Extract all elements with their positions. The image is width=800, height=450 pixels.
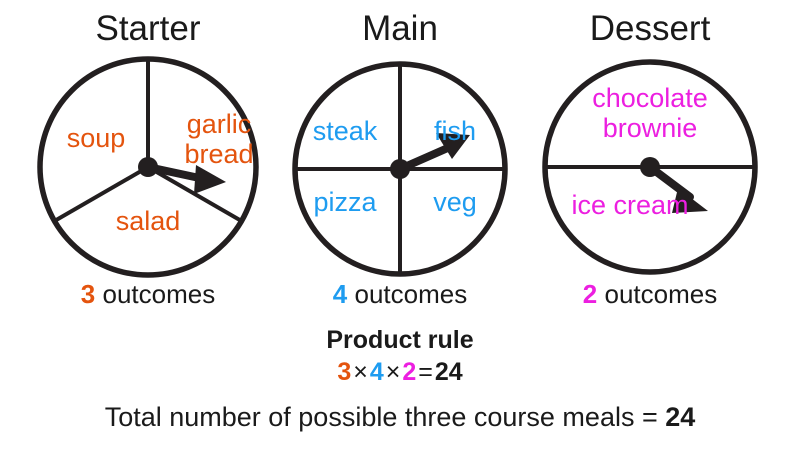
dessert-outcomes-count: 2 [582,279,598,309]
dessert-pointer [640,157,708,213]
total-meals-result: 24 [665,402,696,432]
product-rule-equation: 3×4×2=24 [0,357,800,388]
spinner-wheel-main[interactable]: steak fish pizza veg [270,55,530,280]
main-pointer [390,133,470,179]
dessert-outcomes-word: outcomes [604,279,718,309]
starter-pointer [138,157,226,194]
equation-equals-sign: = [418,358,433,386]
total-meals-line: Total number of possible three course me… [0,400,800,434]
main-outcomes-count: 4 [332,279,348,309]
spinner-title-main: Main [362,9,438,48]
spinner-wheel-dessert[interactable]: chocolate brownie ice cream [520,55,780,280]
starter-divider-lower-right [146,165,243,223]
spinner-title-starter: Starter [95,9,201,48]
starter-divider-lower-left [53,165,150,223]
dessert-outcomes-caption: 2 outcomes [520,278,780,310]
spinner-group-main: Main steak fish pizza veg 4 outcomes [270,0,530,315]
equation-operator-2: × [385,358,401,386]
spinner-group-starter: Starter soup garlic bread [18,0,278,315]
product-rule-title: Product rule [326,326,474,354]
starter-outcomes-word: outcomes [102,279,216,309]
main-outcomes-caption: 4 outcomes [270,278,530,310]
starter-outcomes-caption: 3 outcomes [18,278,278,310]
equation-factor-3: 2 [402,358,417,386]
main-outcomes-word: outcomes [354,279,468,309]
starter-outcomes-count: 3 [80,279,96,309]
equation-factor-2: 4 [369,358,384,386]
equation-operator-1: × [353,358,368,386]
product-rule-block: Product rule 3×4×2=24 [0,325,800,388]
total-meals-text: Total number of possible three course me… [104,402,658,432]
spinner-group-dessert: Dessert chocolate brownie ice cream 2 ou… [520,0,780,315]
dessert-wheel-svg [542,59,758,275]
starter-wheel-svg [37,56,259,278]
spinner-title-dessert: Dessert [589,9,711,48]
equation-result: 24 [434,358,463,386]
equation-factor-1: 3 [337,358,352,386]
spinner-wheel-starter[interactable]: soup garlic bread salad [18,55,278,280]
main-wheel-svg [292,61,508,277]
